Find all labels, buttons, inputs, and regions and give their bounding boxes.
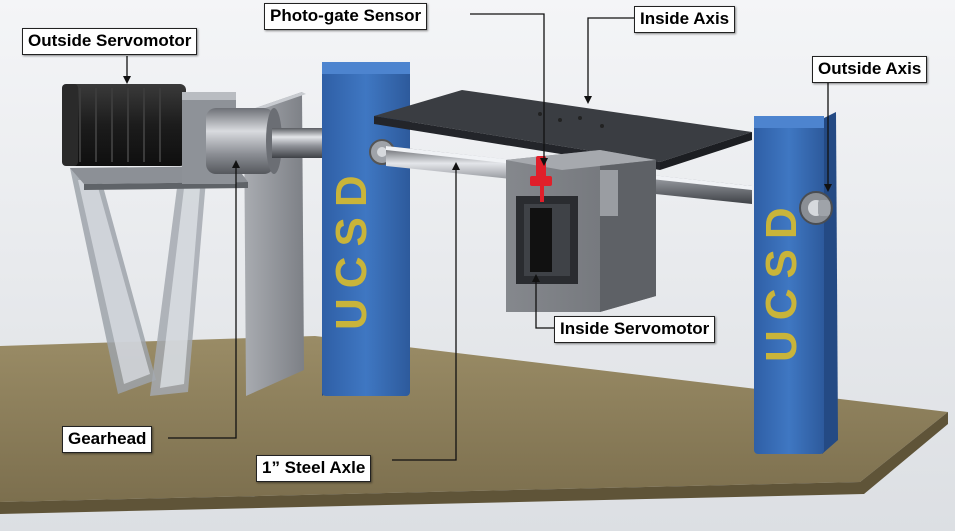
label-inside-servomotor: Inside Servomotor	[554, 316, 716, 343]
label-gearhead: Gearhead	[62, 426, 153, 453]
leader-lines	[126, 13, 829, 461]
leader-steel-axle	[392, 168, 457, 461]
base-platform	[0, 336, 948, 502]
label-inside-axis: Inside Axis	[634, 6, 736, 33]
label-outside-servomotor: Outside Servomotor	[22, 28, 198, 55]
leader-inside-axis	[587, 17, 634, 96]
label-outside-axis: Outside Axis	[812, 56, 928, 83]
left-pillar-brand: UCSD	[327, 165, 376, 330]
leader-photo-gate	[470, 13, 545, 158]
arrowheads	[123, 76, 832, 282]
leader-gearhead	[168, 166, 237, 439]
inside-servomotor-core	[530, 208, 552, 272]
gearhead-cylinder	[206, 108, 274, 174]
label-photo-gate-sensor: Photo-gate Sensor	[264, 3, 428, 30]
right-pillar-brand: UCSD	[757, 197, 806, 362]
label-steel-axle: 1” Steel Axle	[256, 455, 372, 482]
outside-servomotor-body	[62, 84, 186, 166]
inside-axis-plate	[374, 90, 752, 162]
leader-inside-servomotor	[535, 282, 554, 329]
